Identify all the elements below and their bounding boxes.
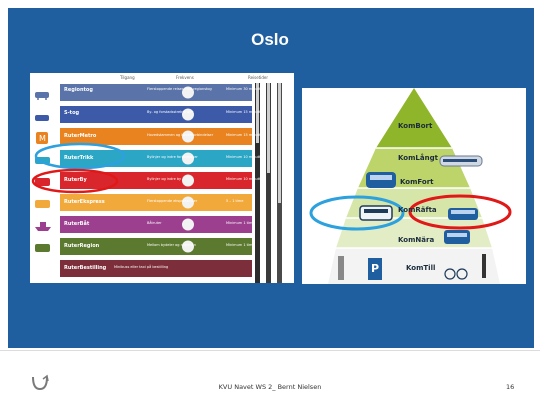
row-desc-trikk: Bylinjer og indre forbindelser	[147, 155, 198, 159]
slide-title: Oslo	[251, 30, 289, 49]
high-speed-train-icon	[439, 155, 483, 167]
express-bus-icon	[34, 195, 52, 208]
table-row	[60, 216, 252, 233]
row-desc-regiontog: Flerstoppende reiser med regionstog	[147, 87, 212, 91]
regional-bus-icon	[366, 172, 396, 188]
pyramid-label-komrafta: KomRäfta	[398, 206, 437, 214]
s-train-icon	[34, 108, 52, 121]
frequency-indicator	[182, 108, 194, 121]
table-row	[60, 194, 252, 211]
row-label-region: RuterRegion	[64, 243, 100, 249]
frequency-indicator	[182, 240, 194, 253]
gauge-column-1	[255, 83, 260, 283]
header-reisetider: Reisetider	[248, 75, 269, 80]
pyramid-label-komtill: KomTill	[406, 264, 436, 272]
row-desc-bestilling: Minibuss eller taxi på bestilling	[114, 265, 169, 269]
row-min-baat: Minimum 1 time	[226, 221, 255, 225]
row-min-region: Minimum 1 time	[226, 243, 255, 247]
transport-table-panel: Tilgang Frekvens Reisetider M	[30, 73, 294, 283]
table-row	[60, 128, 252, 145]
row-label-stog: S-tog	[64, 110, 80, 116]
gauge-column-2	[266, 83, 271, 283]
region-bus-icon	[34, 239, 52, 252]
row-desc-baat: Båtruter	[147, 221, 162, 225]
transport-table-graphic	[60, 83, 282, 283]
tram-icon	[34, 151, 52, 164]
pyramid-panel: P KomBort KomLångt KomFort KomRäfta KomN…	[302, 88, 526, 284]
cyclist-icon	[444, 268, 468, 280]
row-desc-by: Bylinjer og indre by	[147, 177, 182, 181]
footer-text: KVU Navet WS 2_ Bernt Nielsen	[218, 383, 322, 391]
table-row	[60, 260, 252, 277]
row-min-ekspress: 5 – 1 time	[226, 199, 244, 203]
table-row	[60, 106, 252, 123]
row-label-trikk: RuterTrikk	[64, 155, 94, 161]
metro-icon: M	[36, 129, 48, 144]
row-min-regiontog: Minimum 30 minutter	[226, 87, 265, 91]
local-bus-icon	[444, 230, 470, 244]
frequency-indicator	[182, 218, 194, 231]
train-icon	[34, 85, 52, 100]
row-desc-stog: By- og forstadsstrekninger	[147, 110, 194, 114]
svg-text:M: M	[39, 134, 46, 143]
row-desc-ekspress: Flerstoppende ekspressruter	[147, 199, 198, 203]
frequency-indicator	[182, 86, 194, 99]
row-min-trikk: Minimum 10 minutter	[226, 155, 265, 159]
row-min-by: Minimum 10 minutter	[226, 177, 265, 181]
annotation-circle-red-right	[408, 194, 512, 230]
table-row	[60, 238, 252, 255]
svg-text:P: P	[371, 262, 379, 275]
walking-person-icon	[338, 256, 344, 280]
row-label-bestilling: RuterBestilling	[64, 265, 107, 271]
row-label-ekspress: RuterEkspress	[64, 199, 105, 205]
annotation-circle-blue-right	[309, 195, 405, 231]
logo-icon	[30, 373, 50, 391]
row-label-metro: RuterMetro	[64, 133, 97, 139]
row-min-stog: Minimum 15 minutter	[226, 110, 265, 114]
frequency-indicator	[182, 152, 194, 165]
pedestrian-icon	[482, 254, 486, 278]
pyramid-graphic: P	[309, 88, 512, 284]
city-bus-icon	[448, 208, 478, 220]
pyramid-level-top	[376, 88, 452, 148]
frequency-indicator	[182, 196, 194, 209]
frequency-indicator	[182, 130, 194, 143]
bus-icon	[34, 173, 52, 186]
parking-icon: P	[368, 258, 382, 280]
pyramid-label-kombort: KomBort	[398, 122, 433, 130]
pyramid-label-komlangt: KomLångt	[398, 154, 438, 162]
header-frekvens: Frekvens	[176, 75, 194, 80]
pyramid-label-komfort: KomFort	[400, 178, 434, 186]
page-number: 16	[506, 383, 515, 391]
header-tilgang: Tilgang	[120, 75, 135, 80]
boat-icon	[34, 217, 52, 231]
table-row	[60, 84, 252, 101]
row-label-by: RuterBy	[64, 177, 87, 183]
frequency-indicator	[182, 174, 194, 187]
pyramid-label-komnara: KomNära	[398, 236, 435, 244]
row-label-baat: RuterBåt	[64, 221, 90, 227]
footer-divider	[0, 350, 540, 351]
row-min-metro: Minimum 15 minutter	[226, 133, 265, 137]
row-label-regiontog: Regiontog	[64, 87, 93, 93]
row-desc-metro: Hovedstammen og hovedforbindelser	[147, 133, 214, 137]
tram-icon-right	[359, 205, 393, 221]
row-desc-region: Mellom bydeler og regionen	[147, 243, 197, 247]
